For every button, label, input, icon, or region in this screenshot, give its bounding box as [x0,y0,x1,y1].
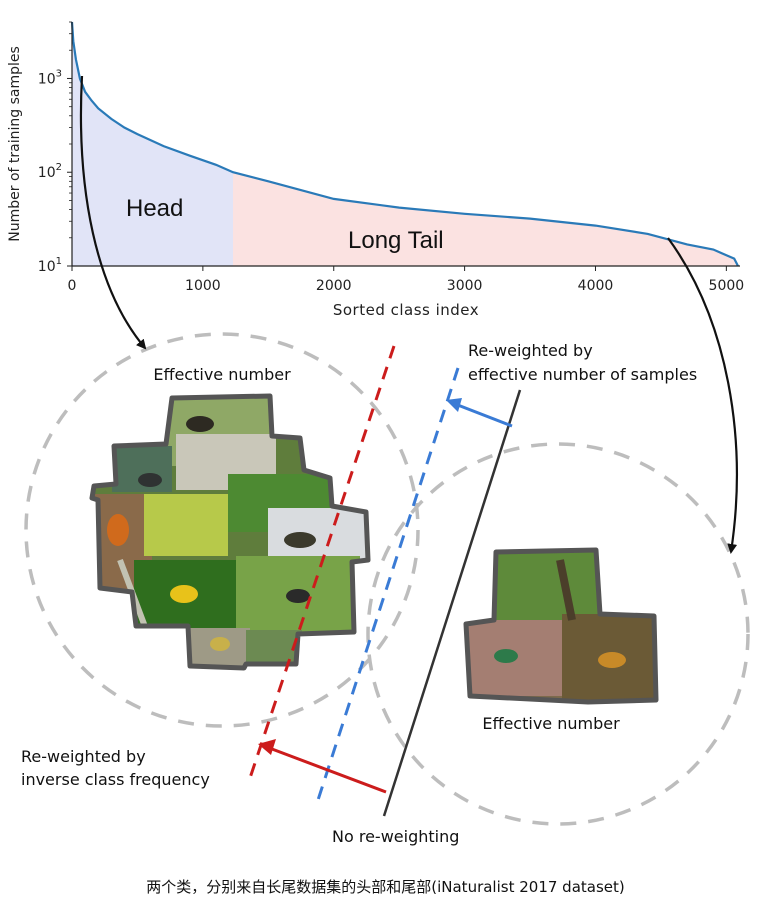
y-axis-label: Number of training samples [7,46,23,242]
x-tick-group: 0 1000 2000 3000 4000 5000 [68,266,745,294]
reweight-inverse-label-line1: Re-weighted by [21,747,146,766]
tail-class-image-collage [463,547,659,705]
effective-number-boundary [316,367,460,801]
x-tick-label: 1000 [185,278,221,294]
x-tick-label: 0 [68,278,77,294]
x-tick-label: 2000 [316,278,352,294]
y-tick-exponent: 3 [56,68,62,79]
tail-region-label: Long Tail [348,227,444,254]
reweight-effective-label-line2: effective number of samples [468,365,697,384]
x-tick-label: 4000 [578,278,614,294]
reweight-inverse-label-line2: inverse class frequency [21,770,210,789]
training-samples-curve [70,21,739,267]
y-tick-exponent: 2 [56,162,62,173]
head-pointer-arrow [79,75,147,350]
y-tick-label: 103 [38,68,62,87]
y-tick-base: 10 [38,259,56,275]
y-tick-label: 102 [38,162,62,181]
y-tick-base: 10 [38,71,56,87]
x-tick-label: 5000 [709,278,745,294]
blue-shift-arrow [449,400,513,428]
x-tick-label: 3000 [447,278,483,294]
head-class-image-collage [89,393,371,671]
inverse-frequency-boundary [248,345,396,779]
x-axis-label: Sorted class index [333,301,479,319]
red-arrowhead [258,739,276,755]
figure-caption: 两个类，分别来自长尾数据集的头部和尾部(iNaturalist 2017 dat… [146,878,625,896]
tail-region-fill [233,172,738,266]
no-reweighting-label: No re-weighting [332,827,459,846]
y-tick-label: 101 [38,256,62,275]
y-tick-base: 10 [38,165,56,181]
head-class-circle [24,332,420,728]
reweighting-diagram: Effective number Effective number Re-wei… [21,75,750,846]
y-tick-exponent: 1 [56,256,62,267]
blue-arrowhead [446,398,462,412]
tail-class-circle [366,442,750,826]
head-region-label: Head [126,195,183,222]
reweight-effective-label-line1: Re-weighted by [468,341,593,360]
head-effective-number-label: Effective number [153,365,291,384]
red-shift-arrow [263,744,387,794]
no-reweighting-boundary [382,389,522,817]
head-region-fill [72,22,233,266]
tail-effective-number-label: Effective number [482,714,620,733]
tail-pointer-arrow [667,237,738,554]
